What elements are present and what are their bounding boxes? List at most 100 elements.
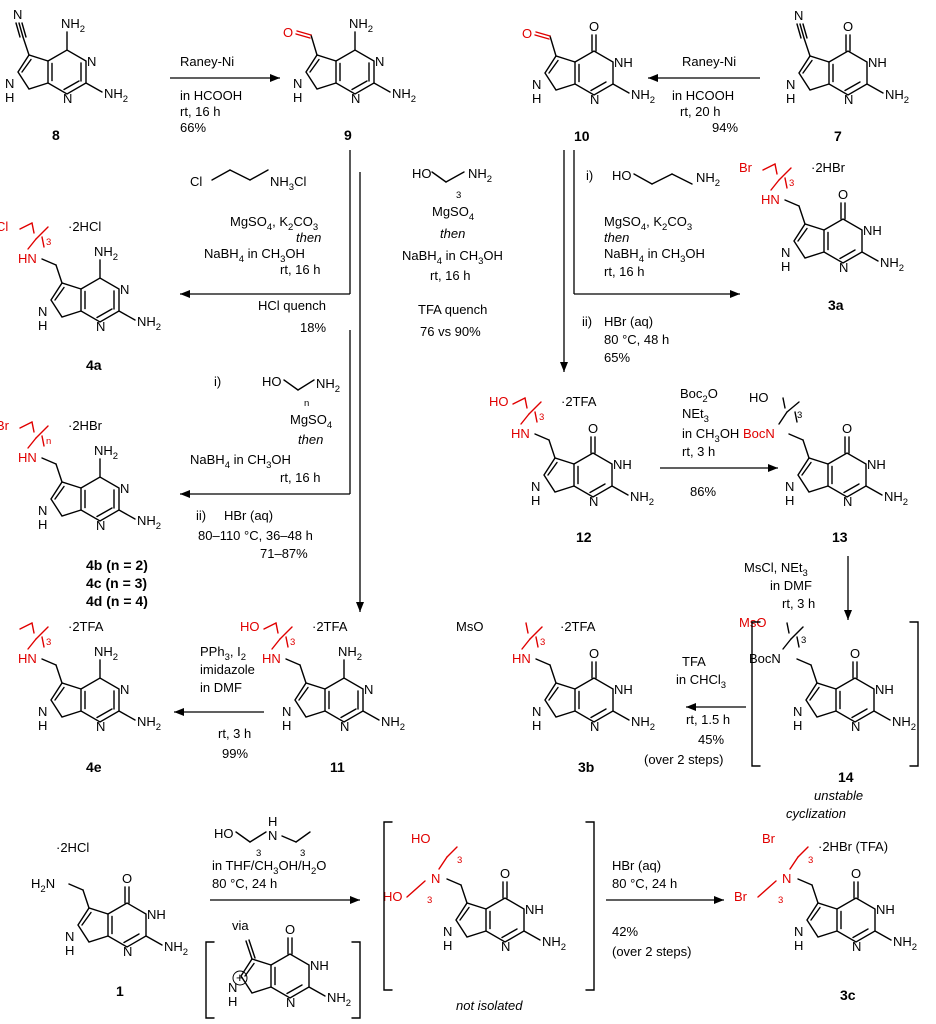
tertiary-amine-part: N xyxy=(431,871,440,886)
bond xyxy=(35,626,49,640)
compound-12-label-part: 12 xyxy=(576,529,592,545)
carbonyl-oxygen-part: O xyxy=(500,866,510,881)
ring-nh-part: NH xyxy=(867,457,886,472)
ring-nitrogen-part: N xyxy=(843,494,852,509)
cond-11-4e-part: 2 xyxy=(241,652,246,663)
chain-terminus-part: Br xyxy=(0,418,10,433)
pyrrole-nitrogen-part: N xyxy=(531,479,540,494)
cond-9-11-part: 3 xyxy=(478,256,483,267)
pyrrole-hydrogen-part: H xyxy=(785,493,794,508)
cond-13-14-part: 3 xyxy=(803,568,808,579)
compound-3c-label: 3c xyxy=(840,987,856,1003)
cond-7-10: 94% xyxy=(712,120,738,135)
ring-nitrogen: N xyxy=(844,92,853,107)
carbonyl-oxygen: O xyxy=(589,646,599,661)
cond-11-4e-part: 99% xyxy=(222,746,248,761)
bromide-part: Br xyxy=(762,831,776,846)
carbonyl-oxygen: O xyxy=(850,646,860,661)
chain-terminus: Br xyxy=(0,418,10,433)
chain-length: 3 xyxy=(789,178,794,189)
reagent-part: 3 xyxy=(289,182,294,193)
cond-10-3a-part: 2 xyxy=(662,222,667,233)
ring-nh: NH xyxy=(147,907,166,922)
bond xyxy=(798,205,806,225)
compound-8-label: 8 xyxy=(52,127,60,143)
compound-3b-label: 3b xyxy=(578,759,594,775)
cond-11-4e-part: in DMF xyxy=(200,680,242,695)
cond-9-4bcd-part: then xyxy=(298,432,323,447)
ring-nitrogen: N xyxy=(63,91,72,106)
salt-form: ·2HCl xyxy=(68,219,101,234)
secondary-amine: HN xyxy=(511,426,530,441)
cond-9-4a-part: , K xyxy=(272,214,288,229)
nitrile-nitrogen-part: N xyxy=(13,7,22,22)
amino-group: NH2 xyxy=(349,16,373,35)
amino-group-part: 2 xyxy=(650,95,655,106)
reagent-part: Cl xyxy=(294,174,306,189)
hydroxyl-part: HO xyxy=(749,390,769,405)
cond-9-4bcd-part: MgSO xyxy=(290,412,327,427)
primary-amine-part: N xyxy=(46,876,55,891)
bond xyxy=(784,199,800,207)
compound-3a-label: 3a xyxy=(828,297,844,313)
cond-9-4bcd-part: HBr (aq) xyxy=(224,508,273,523)
bond xyxy=(789,856,799,870)
bond xyxy=(460,884,468,904)
amino-group-part: 2 xyxy=(368,24,373,35)
compound-3c-label-part: 3c xyxy=(840,987,856,1003)
positive-charge-sign-part: + xyxy=(236,970,244,985)
compound-14-label-part: 14 xyxy=(838,769,854,785)
salt-form-part: ·2TFA xyxy=(68,619,104,634)
bond xyxy=(671,173,693,185)
reagent-part: 2 xyxy=(715,178,720,189)
carbonyl-oxygen: O xyxy=(285,922,295,937)
bond xyxy=(235,831,251,843)
pyrrole-nitrogen-part: N xyxy=(38,704,47,719)
chain-length-part: n xyxy=(46,436,51,447)
hydroxyl: HO xyxy=(749,390,769,405)
bond xyxy=(446,846,458,858)
pyrrole-nitrogen: N xyxy=(531,479,540,494)
carbonyl-oxygen: O xyxy=(851,866,861,881)
cond-10-3a-part: HBr (aq) xyxy=(604,314,653,329)
amino-group-part: NH xyxy=(137,714,156,729)
amino-group-part: 2 xyxy=(650,722,655,733)
cond-13-14-part: in DMF xyxy=(770,578,812,593)
ring-nh-part: NH xyxy=(868,55,887,70)
cond-11-4e-part: rt, 3 h xyxy=(218,726,251,741)
bond xyxy=(271,638,281,650)
cond-9-4a-part: MgSO xyxy=(230,214,267,229)
compound-4d-label: 4d (n = 4) xyxy=(86,593,148,609)
cond-1-int-part: 2 xyxy=(311,866,316,877)
aldehyde-oxygen: O xyxy=(283,25,293,40)
compound-1-label-part: 1 xyxy=(116,983,124,999)
bond xyxy=(528,401,542,415)
chain-length-part: 3 xyxy=(457,855,462,866)
ring-nitrogen-part: N xyxy=(375,54,384,69)
chain-length: 3 xyxy=(46,237,51,248)
ring-nitrogen: N xyxy=(851,719,860,734)
cond-int-3c-part: 80 °C, 24 h xyxy=(612,876,677,891)
pyrrole-nitrogen: N xyxy=(793,704,802,719)
amino-group: NH2 xyxy=(542,934,566,953)
chain-length: 3 xyxy=(46,637,51,648)
amino-group-part: NH xyxy=(94,644,113,659)
pyrrole-nitrogen-part: N xyxy=(781,245,790,260)
cond-int-3c-part: (over 2 steps) xyxy=(612,944,691,959)
cond-7-10-part: rt, 20 h xyxy=(680,104,720,119)
ring-nh: NH xyxy=(867,457,886,472)
pyrrole-hydrogen-part: H xyxy=(282,718,291,733)
bond xyxy=(797,846,809,858)
cond-9-11: rt, 16 h xyxy=(430,268,470,283)
ring-nh: NH xyxy=(613,457,632,472)
ring-nitrogen: N xyxy=(589,494,598,509)
bromide-part: Br xyxy=(734,889,748,904)
cond-9-11-part: 4 xyxy=(437,256,442,267)
cond-1-int-part: O xyxy=(316,858,326,873)
amino-group: NH2 xyxy=(94,244,118,263)
cond-9-11-part: 76 vs 90% xyxy=(420,324,481,339)
chain-terminus-part: HO xyxy=(240,619,260,634)
amino-group-part: NH xyxy=(630,489,649,504)
pyrrole-hydrogen-part: H xyxy=(531,493,540,508)
bond xyxy=(248,939,256,959)
